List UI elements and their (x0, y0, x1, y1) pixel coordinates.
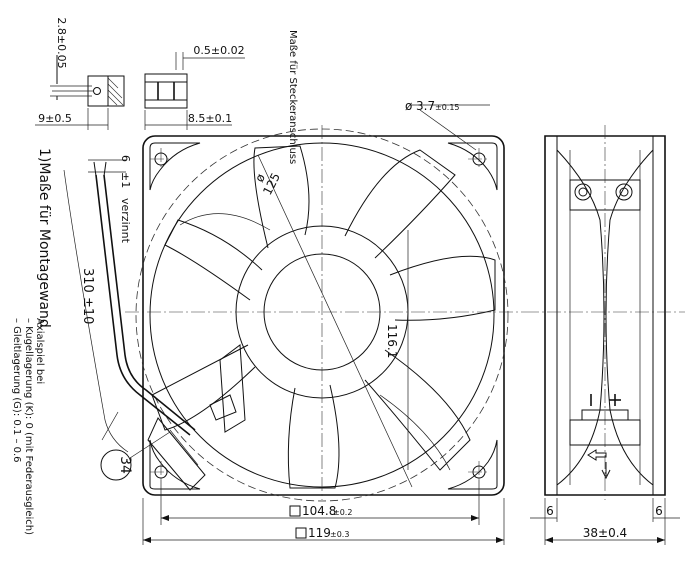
dim-hole-diameter-symbol: ø (405, 99, 412, 113)
bottom-dimension-lines (142, 480, 505, 545)
dim-strip-tolerance: ±1 (119, 172, 132, 188)
balloon-34-label: 34 (117, 456, 133, 474)
connector-contact-detail (144, 52, 245, 130)
connector-pin-detail (35, 55, 125, 130)
dim-pin-height: 2.8±0.05 (55, 17, 68, 68)
dim-flange-left: 6 (546, 504, 554, 518)
balloon-34 (100, 431, 171, 481)
dim-hole-diameter: 3.7 (416, 99, 435, 113)
fan-side-view (525, 125, 685, 500)
dim-flange-right: 6 (655, 504, 663, 518)
dim-hub-pitch: 116.1 (385, 324, 399, 358)
dim-pin-length: 9±0.5 (38, 112, 72, 125)
dim-contact-thickness: 0.5±0.02 (193, 44, 244, 57)
note-mounting-wall: 1)Maße für Montagewand (36, 148, 52, 328)
dim-hole-pitch-tol: ±0.2 (333, 508, 352, 517)
dim-blade-circle-symbol: ø (252, 171, 268, 184)
note-axial-ball: – Kugellagerung (K): 0 (mit Federausglei… (23, 318, 34, 535)
dim-lead-length: 310 ±10 (80, 268, 95, 324)
note-connector-dimensions: Maße für Steckeranschluss (287, 30, 298, 164)
dim-depth: 38±0.4 (583, 526, 627, 540)
dim-strip-length: 6 (119, 155, 132, 162)
lead-wires (63, 159, 196, 453)
note-axial-title: Axialspiel bei (34, 318, 45, 384)
dim-hole-pitch: 104.8 (302, 504, 336, 518)
dim-frame-size: 119 (308, 526, 331, 540)
note-axial-sleeve: – Gleitlagerung (G): 0.1 – 0.6 (11, 318, 22, 463)
fan-front-view (125, 104, 525, 502)
dim-hole-tolerance: ±0.15 (435, 103, 460, 112)
note-tinned: verzinnt (119, 198, 132, 244)
dim-frame-size-tol: ±0.3 (330, 530, 349, 539)
dim-contact-width: 8.5±0.1 (188, 112, 232, 125)
side-dimension-lines (530, 498, 680, 545)
